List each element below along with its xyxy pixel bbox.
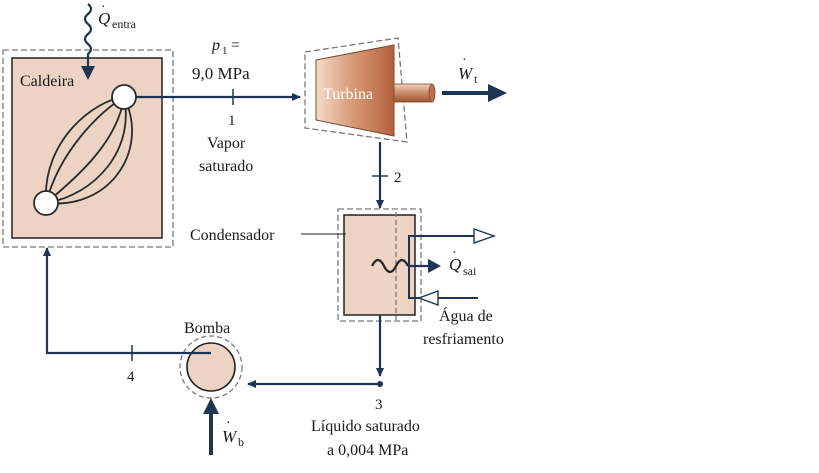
heat-in-dot: · (101, 0, 106, 15)
turbine-shaft-end (428, 83, 436, 103)
state-3-desc-line1: Líquido saturado (311, 418, 420, 435)
heat-out-subscript: sai (463, 264, 477, 278)
pump-body (186, 342, 236, 392)
heat-in: Q entra · (81, 0, 137, 80)
cooling-water-in-arrow (416, 289, 439, 307)
state-1-pressure-equals: = (231, 37, 240, 54)
condenser: Condensador Q sai · Água de resfriamento (190, 208, 504, 348)
cooling-water-out-arrow (473, 228, 497, 244)
boiler-dashed-boundary (2, 49, 174, 248)
stream-3: 3 Líquido saturado a 0,004 MPa (247, 315, 420, 459)
state-1-pressure-subscript: 1 (222, 45, 228, 57)
condenser-heat-wave (371, 258, 409, 274)
turbine-body (315, 44, 395, 137)
condenser-body (343, 214, 416, 316)
pump-work-subscript: b (238, 435, 244, 449)
state-1-desc-line1: Vapor (207, 135, 246, 152)
stream-2: 2 (372, 142, 402, 209)
turbine-label: Turbina (323, 86, 373, 103)
heat-out-dot: · (452, 246, 457, 261)
heat-in-symbol: Q (98, 9, 110, 28)
state-3-number: 3 (375, 397, 383, 413)
boiler-label: Caldeira (20, 73, 74, 90)
state-1-number: 1 (228, 113, 236, 129)
pump-work-dot: · (226, 416, 231, 431)
cooling-water-label-line1: Água de (439, 306, 493, 325)
state-2-number: 2 (394, 170, 402, 186)
turbine-work: W t · (442, 53, 507, 102)
pump: Bomba W b · (179, 320, 244, 455)
turbine-work-symbol: W (458, 64, 474, 83)
condenser-label: Condensador (190, 227, 275, 244)
state-4-number: 4 (127, 369, 135, 385)
stream-4-line (43, 247, 211, 355)
state-3-desc-line2: a 0,004 MPa (327, 442, 408, 459)
pump-label: Bomba (184, 320, 230, 337)
turbine-dashed-boundary (304, 37, 408, 143)
heat-in-arrowhead (81, 66, 95, 80)
stream-1: p 1 = 9,0 MPa 1 Vapor saturado (136, 37, 301, 175)
state-1-desc-line2: saturado (199, 158, 253, 175)
cooling-water-label-line2: resfriamento (423, 331, 504, 348)
stream-4: 4 (43, 247, 211, 385)
state-1-pressure-value: 9,0 MPa (192, 64, 250, 83)
boiler-inlet-header (33, 190, 59, 216)
turbine: Turbina (304, 37, 436, 143)
heat-in-wavy-arrow (83, 3, 93, 68)
turbine-shaft (393, 83, 433, 103)
turbine-work-arrowhead (488, 84, 507, 102)
heat-out-symbol: Q (449, 255, 461, 274)
state-1-pressure-symbol: p (211, 37, 220, 54)
pump-work-arrowhead (203, 398, 219, 414)
heat-in-subscript: entra (112, 17, 137, 31)
heat-out-arrowhead (428, 259, 441, 273)
turbine-work-dot: · (462, 53, 467, 68)
pump-work-symbol: W (222, 427, 238, 446)
turbine-work-subscript: t (474, 72, 478, 86)
boiler-outlet-header (111, 84, 137, 110)
